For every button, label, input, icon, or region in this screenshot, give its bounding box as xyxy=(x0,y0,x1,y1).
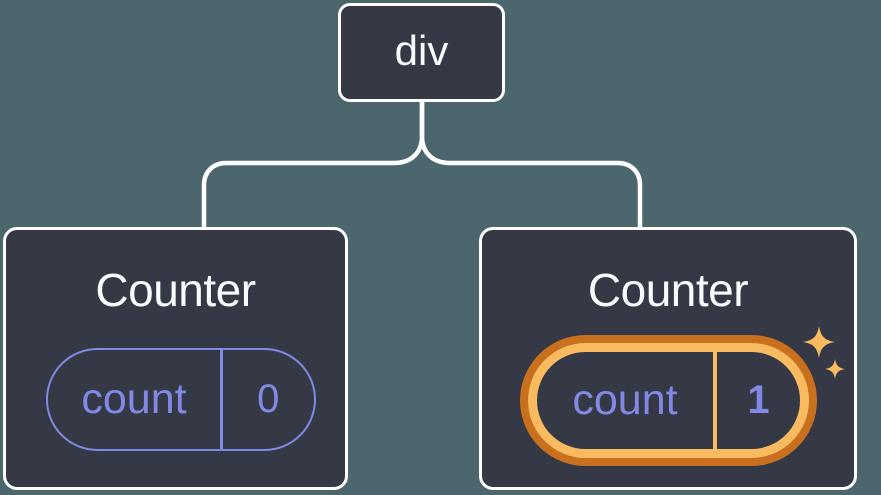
state-key-label: count xyxy=(572,376,678,424)
state-pill-highlight-ring: count 1 xyxy=(520,335,817,466)
state-pill-highlighted: count 1 xyxy=(537,352,800,449)
state-pill-highlight-ring-inner: count 1 xyxy=(528,343,809,458)
state-value: 1 xyxy=(747,378,770,422)
state-pill: count 0 xyxy=(46,348,316,451)
root-node: div xyxy=(338,3,505,102)
pill-divider xyxy=(220,350,223,449)
state-value: 0 xyxy=(257,377,280,421)
connector-right-branch xyxy=(419,102,643,229)
root-node-label: div xyxy=(394,26,449,74)
state-key-label: count xyxy=(81,375,187,423)
counter-title: Counter xyxy=(95,264,256,316)
sparkle-small-icon xyxy=(825,359,845,379)
connector-left-branch xyxy=(201,102,425,229)
counter-node-left: Counter count 0 xyxy=(3,227,348,490)
counter-title: Counter xyxy=(587,264,749,316)
pill-divider xyxy=(713,352,717,449)
counter-node-right: Counter count 1 xyxy=(479,227,857,490)
sparkle-large-icon xyxy=(803,326,835,358)
